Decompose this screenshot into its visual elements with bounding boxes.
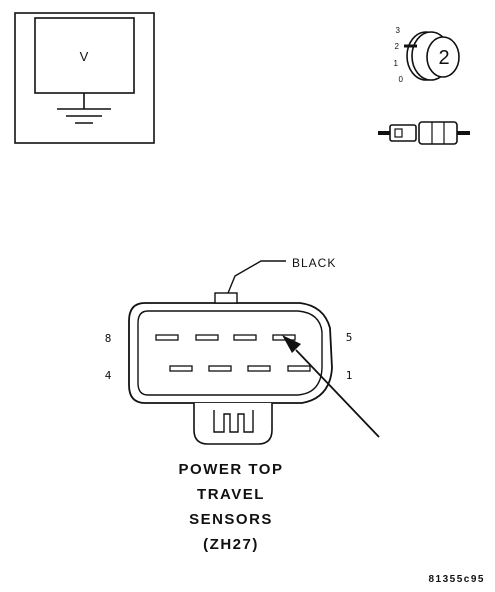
switch-position-3: 3: [396, 26, 401, 35]
terminal-cavity-2: [247, 365, 271, 372]
switch-position-0: 0: [399, 75, 404, 84]
switch-position-2: 2: [395, 42, 400, 51]
ignition-switch-icon: 3 2 1 0 2: [394, 26, 460, 84]
cavity-label-top-left: 8: [105, 332, 112, 345]
terminal-cavity-6: [233, 334, 257, 341]
cavity-label-bottom-left: 4: [105, 369, 112, 382]
probe-arrow: [282, 335, 380, 438]
switch-position-1: 1: [394, 59, 399, 68]
connector-harness-icon: [378, 121, 470, 145]
power-top-connector: [128, 292, 333, 445]
locking-tab: [214, 292, 238, 304]
connector-title-line-2: TRAVEL: [197, 486, 265, 503]
figure-id: 81355c95: [429, 574, 486, 585]
terminal-cavity-1: [287, 365, 311, 372]
cavity-label-bottom-right: 1: [346, 369, 353, 382]
terminal-cavity-8: [155, 334, 179, 341]
connector-title-line-4: (ZH27): [203, 536, 259, 553]
connector-latch: [193, 403, 273, 445]
connector-title-line-1: POWER TOP: [179, 461, 284, 478]
terminal-cavity-5: [272, 334, 296, 341]
switch-selected-position: 2: [438, 47, 449, 69]
connector-color-label: BLACK: [292, 256, 336, 270]
color-callout: BLACK: [225, 256, 336, 299]
terminal-cavity-7: [195, 334, 219, 341]
connector-title-line-3: SENSORS: [189, 511, 273, 528]
terminal-cavity-3: [208, 365, 232, 372]
ground-icon: [57, 108, 111, 124]
cavity-label-top-right: 5: [346, 331, 353, 344]
meter-reading-label: V: [80, 49, 89, 64]
voltmeter-icon: V: [14, 12, 155, 144]
terminal-cavity-4: [169, 365, 193, 372]
